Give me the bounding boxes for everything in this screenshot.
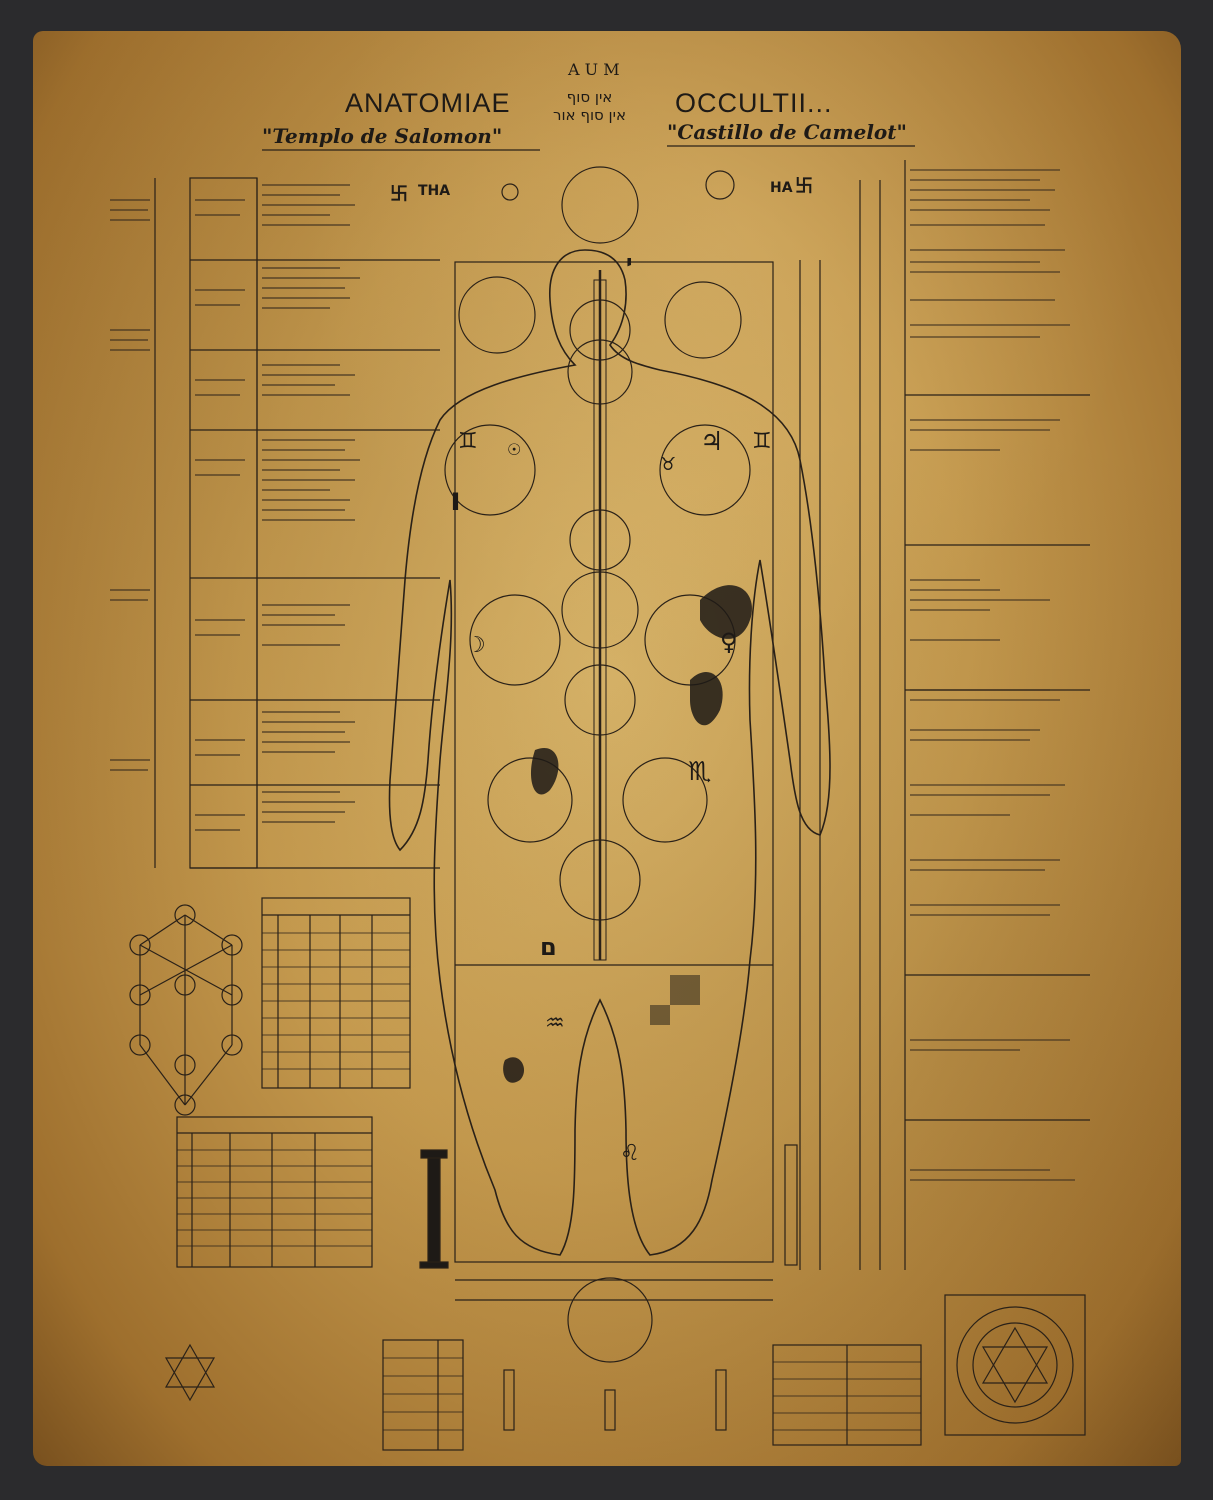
svg-text:卐: 卐 [795, 176, 813, 197]
aum-heading: A U M [568, 60, 620, 79]
label-tha: THA [418, 183, 451, 199]
subtitle-left: "Templo de Salomon" [262, 124, 503, 148]
svg-text:♒: ♒ [545, 1011, 565, 1036]
svg-text:☽: ☽ [466, 633, 486, 658]
hebrew-line-1: אין סוף [566, 88, 613, 106]
hebrew-line-2: אין סוף אור [553, 106, 627, 124]
svg-text:☉: ☉ [507, 440, 521, 459]
svg-text:♏: ♏ [688, 757, 711, 787]
aged-paper [33, 31, 1181, 1466]
svg-text:י: י [626, 251, 632, 276]
svg-text:♃: ♃ [700, 427, 723, 457]
label-ha: HA [770, 180, 793, 196]
subtitle-right: "Castillo de Camelot" [667, 120, 907, 144]
svg-text:♊: ♊ [458, 429, 478, 454]
title-left: ANATOMIAE [345, 88, 511, 118]
hebrew-heading: אין סוף אין סוף אור [553, 88, 626, 124]
svg-text:ו: ו [450, 480, 461, 518]
svg-text:♉: ♉ [660, 454, 676, 475]
svg-text:♌: ♌ [620, 1141, 640, 1166]
svg-text:卐: 卐 [390, 184, 408, 205]
svg-text:ם: ם [540, 933, 557, 961]
title-right: OCCULTII... [675, 88, 833, 118]
svg-text:♊: ♊ [752, 429, 772, 454]
